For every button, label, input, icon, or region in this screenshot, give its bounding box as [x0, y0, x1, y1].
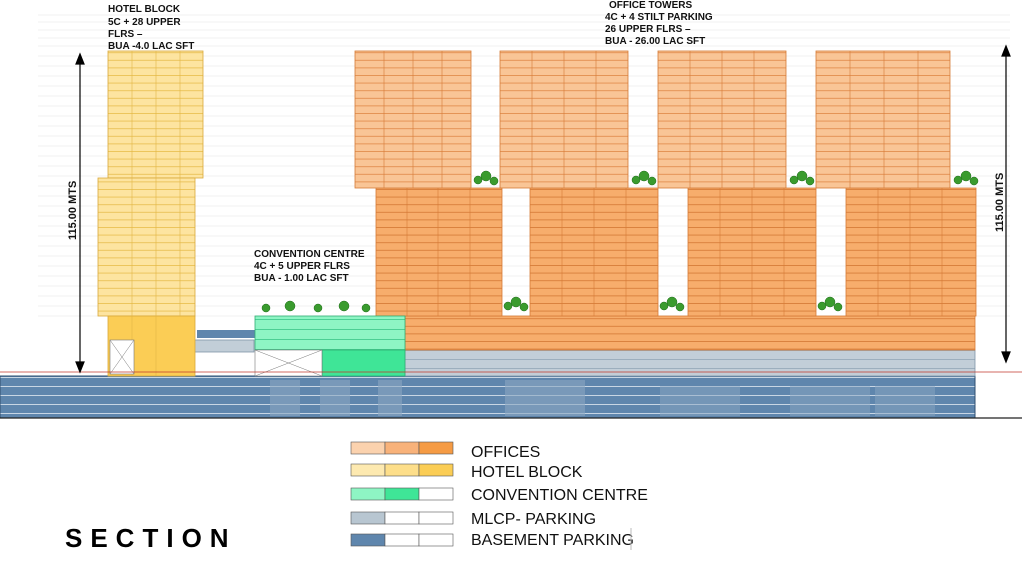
- legend-swatch: [350, 463, 386, 477]
- legend-item-hotel: HOTEL BLOCK: [350, 463, 583, 481]
- height-dimension-left: [75, 52, 85, 374]
- office-upper-blocks: [354, 50, 951, 189]
- legend-item-convention: CONVENTION CENTRE: [350, 487, 648, 504]
- terrace-trees: [261, 170, 979, 313]
- legend-item-offices: OFFICES: [350, 441, 540, 461]
- legend-item-mlcp: MLCP- PARKING: [350, 511, 596, 528]
- basement-parking: [0, 375, 976, 419]
- legend-swatch: [384, 441, 420, 455]
- legend-label-convention: CONVENTION CENTRE: [471, 487, 648, 504]
- legend-swatch: [350, 441, 386, 455]
- legend-swatch: [350, 533, 386, 547]
- convention-label-3: BUA - 1.00 LAC SFT: [254, 273, 349, 284]
- legend-swatch: [384, 487, 420, 501]
- hotel-label-1: HOTEL BLOCK: [108, 4, 181, 15]
- legend-label-mlcp: MLCP- PARKING: [471, 511, 596, 528]
- ground-line: [0, 371, 1022, 419]
- hotel-block: [97, 50, 204, 377]
- hotel-label-4: BUA -4.0 LAC SFT: [108, 41, 194, 52]
- legend-label-basement: BASEMENT PARKING: [471, 532, 634, 549]
- convention-label-1: CONVENTION CENTRE: [254, 249, 365, 260]
- legend-swatch: [418, 441, 454, 455]
- office-label-4: BUA - 26.00 LAC SFT: [605, 36, 705, 47]
- office-label-3: 26 UPPER FLRS –: [605, 24, 691, 35]
- height-dimension-right: [1001, 44, 1011, 364]
- office-podium: [404, 315, 976, 351]
- office-label-1: OFFICE TOWERS: [609, 0, 692, 11]
- legend-swatch: [350, 511, 386, 525]
- legend-swatch: [384, 511, 420, 525]
- section-title: SECTION: [65, 523, 237, 553]
- height-label-right: 115.00 MTS: [994, 173, 1006, 232]
- legend-swatch: [418, 511, 454, 525]
- hotel-label-2: 5C + 28 UPPER: [108, 17, 181, 28]
- legend-item-basement: BASEMENT PARKING: [350, 532, 634, 549]
- office-lower-blocks: [375, 187, 977, 317]
- legend-label-hotel: HOTEL BLOCK: [471, 464, 583, 481]
- legend-swatch: [418, 463, 454, 477]
- legend-swatch: [384, 463, 420, 477]
- legend-swatch: [418, 533, 454, 547]
- hotel-label-3: FLRS –: [108, 29, 143, 40]
- legend-swatch: [384, 533, 420, 547]
- legend: OFFICES HOTEL BLOCK CONVENTION CENTRE ML…: [350, 441, 648, 550]
- office-label-2: 4C + 4 STILT PARKING: [605, 12, 713, 23]
- convention-centre: [254, 315, 406, 377]
- convention-label-2: 4C + 5 UPPER FLRS: [254, 261, 350, 272]
- legend-label-offices: OFFICES: [471, 444, 540, 461]
- legend-swatch: [418, 487, 454, 501]
- legend-swatch: [350, 487, 386, 501]
- height-label-left: 115.00 MTS: [67, 181, 79, 240]
